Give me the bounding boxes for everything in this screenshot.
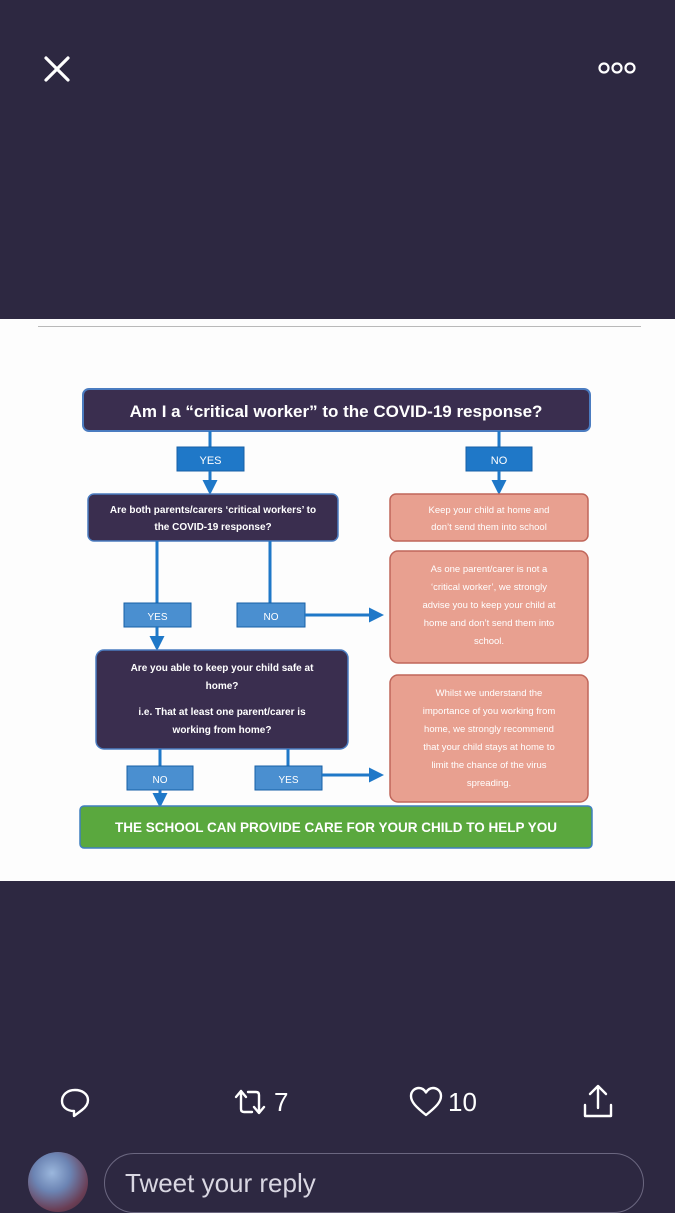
avatar[interactable] bbox=[28, 1152, 88, 1212]
bottom-no-label: NO bbox=[126, 765, 194, 791]
q-safe-ie-line2: working from home? bbox=[172, 725, 272, 736]
reply-input[interactable]: Tweet your reply bbox=[104, 1153, 644, 1213]
heart-icon bbox=[409, 1086, 443, 1117]
bottom-yes-label: YES bbox=[254, 765, 323, 791]
working-home-line6: spreading. bbox=[467, 778, 511, 789]
working-home-line2: importance of you working from bbox=[423, 706, 556, 717]
share-button[interactable] bbox=[580, 1082, 616, 1122]
close-button[interactable] bbox=[40, 52, 74, 86]
q-safe-line1: Are you able to keep your child safe at bbox=[131, 663, 315, 674]
flowchart-title: Am I a “critical worker” to the COVID-19… bbox=[130, 402, 543, 421]
top-yes-label: YES bbox=[176, 446, 245, 472]
q-safe-line2: home? bbox=[206, 681, 239, 692]
divider bbox=[38, 326, 641, 327]
top-no-label: NO bbox=[465, 446, 533, 472]
keep-home-line1: Keep your child at home and bbox=[429, 505, 550, 516]
one-parent-line5: school. bbox=[474, 636, 504, 647]
one-parent-advice-box: As one parent/carer is not a ‘critical w… bbox=[389, 550, 589, 664]
school-care-box: THE SCHOOL CAN PROVIDE CARE FOR YOUR CHI… bbox=[79, 805, 593, 849]
school-care-text: THE SCHOOL CAN PROVIDE CARE FOR YOUR CHI… bbox=[115, 820, 557, 835]
one-parent-line2: ‘critical worker’, we strongly bbox=[431, 582, 547, 593]
working-home-line1: Whilst we understand the bbox=[436, 688, 543, 699]
like-count: 10 bbox=[448, 1086, 477, 1117]
working-home-line5: limit the chance of the virus bbox=[431, 760, 546, 771]
flowchart: Am I a “critical worker” to the COVID-19… bbox=[79, 388, 593, 849]
reply-placeholder: Tweet your reply bbox=[125, 1168, 316, 1198]
tweet-actions: 7 10 bbox=[0, 1082, 675, 1122]
like-button[interactable]: 10 bbox=[408, 1082, 477, 1122]
retweet-count: 7 bbox=[274, 1086, 289, 1117]
close-icon bbox=[44, 56, 70, 82]
more-options-button[interactable] bbox=[596, 58, 638, 78]
tweet-image[interactable]: Am I a “critical worker” to the COVID-19… bbox=[0, 319, 675, 881]
working-home-line3: home, we strongly recommend bbox=[424, 724, 554, 735]
top-no-text: NO bbox=[491, 455, 508, 467]
question-both-parents-box: Are both parents/carers ‘critical worker… bbox=[87, 493, 339, 542]
mid-yes-label: YES bbox=[123, 602, 192, 628]
title-box: Am I a “critical worker” to the COVID-19… bbox=[82, 388, 591, 432]
question-safe-at-home-box: Are you able to keep your child safe at … bbox=[95, 649, 349, 750]
working-from-home-advice-box: Whilst we understand the importance of y… bbox=[389, 674, 589, 803]
one-parent-line3: advise you to keep your child at bbox=[422, 600, 555, 611]
keep-home-box: Keep your child at home and don’t send t… bbox=[389, 493, 589, 542]
retweet-button[interactable]: 7 bbox=[230, 1082, 288, 1122]
reply-icon bbox=[60, 1088, 90, 1118]
top-yes-text: YES bbox=[199, 455, 221, 467]
q-both-line1: Are both parents/carers ‘critical worker… bbox=[110, 505, 316, 516]
keep-home-line2: don’t send them into school bbox=[431, 522, 547, 533]
bottom-no-text: NO bbox=[153, 775, 168, 786]
one-parent-line1: As one parent/carer is not a bbox=[431, 564, 548, 575]
q-safe-ie-line1: i.e. That at least one parent/carer is bbox=[138, 707, 306, 718]
mid-no-label: NO bbox=[236, 602, 306, 628]
working-home-line4: that your child stays at home to bbox=[423, 742, 554, 753]
share-icon bbox=[583, 1084, 613, 1118]
more-horizontal-icon bbox=[598, 62, 636, 74]
mid-no-text: NO bbox=[264, 612, 279, 623]
one-parent-line4: home and don’t send them into bbox=[424, 618, 554, 629]
q-both-line2: the COVID-19 response? bbox=[154, 522, 271, 533]
mid-yes-text: YES bbox=[147, 612, 167, 623]
reply-button[interactable] bbox=[58, 1082, 92, 1122]
retweet-icon bbox=[234, 1089, 266, 1115]
bottom-yes-text: YES bbox=[278, 775, 298, 786]
